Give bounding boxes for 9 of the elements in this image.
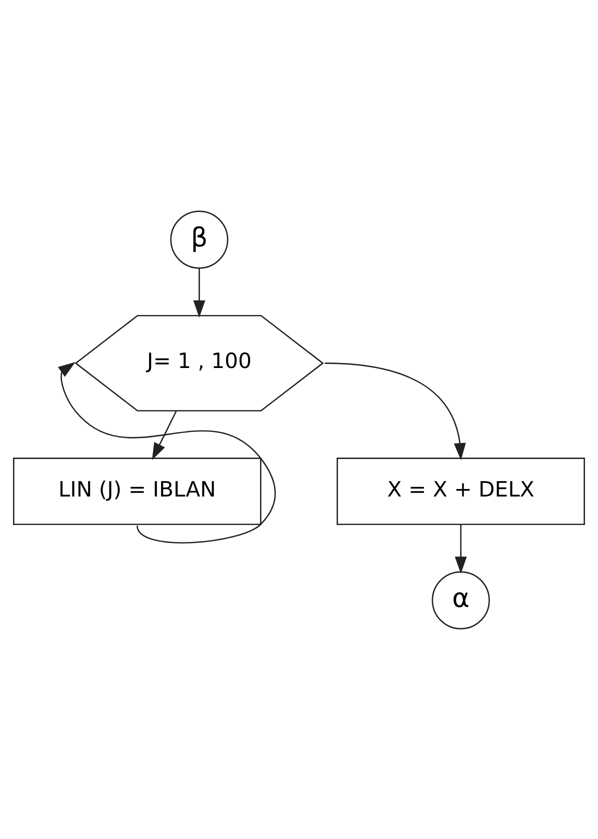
arrow <box>193 268 206 318</box>
arrow <box>454 524 467 574</box>
arrow <box>324 362 466 460</box>
arrow <box>152 410 177 460</box>
node-circle: β <box>170 210 228 268</box>
node-circle: α <box>432 570 490 629</box>
arrow <box>58 362 276 543</box>
node-box: X = X + DELX <box>336 457 585 525</box>
node-box: LIN (J) = IBLAN <box>13 457 262 525</box>
